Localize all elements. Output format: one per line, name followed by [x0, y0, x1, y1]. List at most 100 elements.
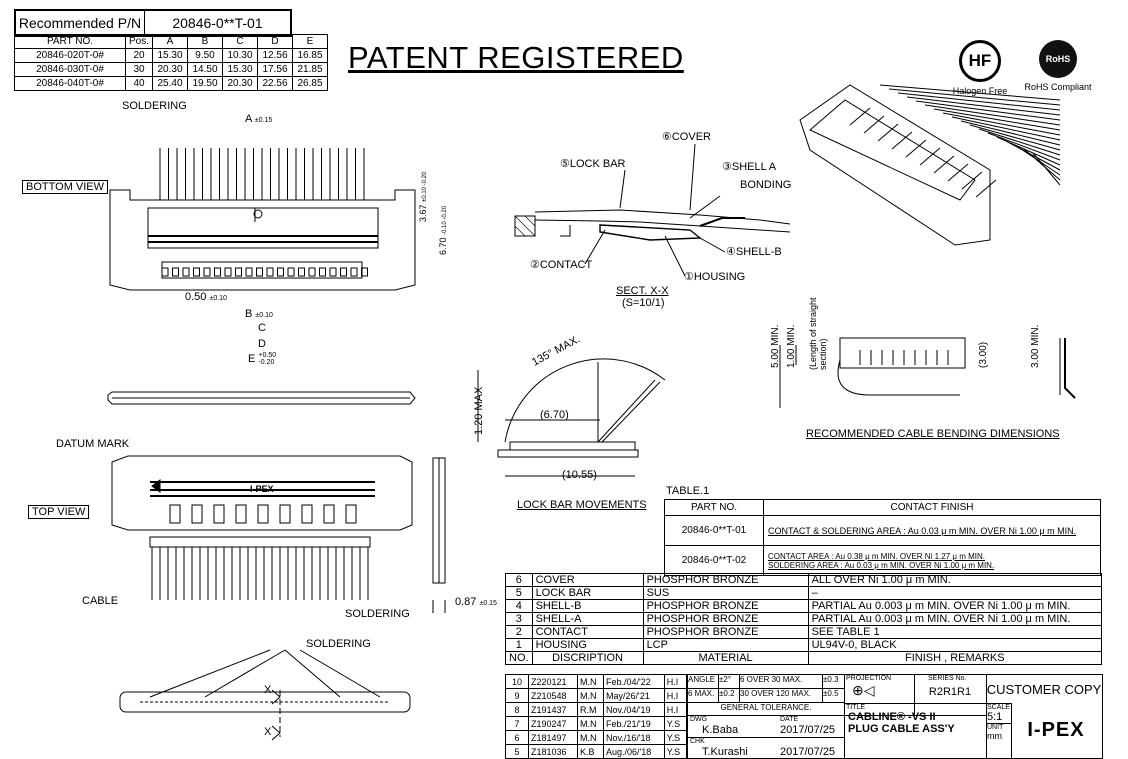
table-row: 20846-0**T-01 CONTACT & SOLDERING AREA :… [664, 515, 1101, 546]
table-header: NO. [505, 651, 533, 665]
checker-name: T.Kurashi [702, 746, 748, 758]
table-cell: Nov./16/'18 [602, 730, 665, 745]
table-cell: May/26/'21 [602, 688, 665, 703]
table-cell: M.N [577, 688, 604, 703]
projection-block: PROJECTION ⊕◁ [844, 675, 915, 716]
hf-text: HF [968, 51, 992, 70]
table-row: 4 SHELL-B PHOSPHOR BRONZE PARTIAL Au 0.0… [505, 599, 1103, 613]
table-row: 1 HOUSING LCP UL94V-0, BLACK [505, 638, 1103, 652]
dim-367-value: 3.67 [418, 204, 428, 222]
table-cell: 19.50 [187, 76, 224, 91]
table-cell: PARTIAL Au 0.003 μ m MIN. OVER Ni 1.00 μ… [807, 612, 1103, 626]
table-cell: Z190247 [528, 716, 578, 731]
tol-row: 6 MAX. ±0.2 30 OVER 120 MAX. ±0.5 [688, 689, 844, 703]
table-cell: SUS [642, 586, 809, 600]
dim-e: E +0.50-0.20 [248, 352, 276, 366]
dim-050-tol: ±0.10 [209, 295, 227, 302]
table-header: CONTACT FINISH [763, 499, 1101, 516]
table-cell: CONTACT & SOLDERING AREA : Au 0.03 μ m M… [763, 515, 1101, 546]
contact [191, 504, 203, 524]
table-row: 20846-0**T-02 CONTACT AREA : Au 0.38 μ m… [664, 545, 1101, 576]
table-cell: M.N [577, 730, 604, 745]
table-cell: PHOSPHOR BRONZE [642, 625, 809, 639]
tol-max6: 6 MAX. [688, 689, 719, 702]
pin [235, 267, 242, 277]
dim-100min: 1.00 MIN. [786, 324, 797, 368]
table-cell: K.B [577, 744, 604, 759]
slot [975, 179, 997, 198]
dim-300min: 3.00 MIN. [1030, 324, 1041, 368]
table-cell: PHOSPHOR BRONZE [642, 573, 809, 587]
rohs-badge: RoHS RoHS Compliant [1020, 40, 1096, 92]
section-x-label-2: X [264, 726, 272, 738]
contact [323, 504, 335, 524]
contact [301, 504, 313, 524]
table-cell: PARTIAL Au 0.003 μ m MIN. OVER Ni 1.00 μ… [807, 599, 1103, 613]
dim-e-tol: +0.50-0.20 [258, 352, 276, 366]
chk-label: CHK [690, 738, 705, 745]
table-cell: 1 [505, 638, 533, 652]
table-row: 5 Z181036 K.B Aug./06/'18 Y.S [505, 744, 688, 759]
dim-670-tol: -0.10 -0.20 [442, 205, 448, 235]
cable-wire [888, 88, 1061, 106]
cable-wire [933, 108, 1061, 131]
label-shella: ③SHELL A [722, 161, 777, 173]
table-cell: Nov./04/'19 [602, 702, 665, 717]
table-cell: Y.S [663, 716, 688, 731]
table-header: FINISH , REMARKS [807, 651, 1103, 665]
scale-value: 5:1 [987, 711, 1003, 723]
table-header: DISCRIPTION [531, 651, 644, 665]
table-cell: ALL OVER Ni 1.00 μ m MIN. [807, 573, 1103, 587]
table-cell: 6 [505, 730, 529, 745]
cable-wire [969, 124, 1061, 151]
table-row: 5 LOCK BAR SUS – [505, 586, 1103, 600]
pin [245, 267, 253, 277]
dim-120max: 1.20 MAX [473, 386, 485, 435]
slot [919, 147, 941, 166]
table-cell: Y.S [663, 730, 688, 745]
series-block: SERIES No. R2R1R1 [914, 675, 987, 716]
cable-wire [978, 128, 1061, 156]
drawer-block: DWG K.Baba DATE 2017/07/25 CHK T.Kurashi… [688, 715, 845, 758]
series-value: R2R1R1 [928, 686, 972, 698]
table-cell: 4 [505, 599, 533, 613]
dim-1055: (10.55) [562, 469, 597, 481]
dim-087-tol: ±0.15 [479, 600, 497, 607]
title-cell: TITLE CABLINE® -VS II PLUG CABLE ASS'Y [844, 703, 986, 759]
slot [891, 131, 913, 150]
pin [256, 267, 263, 277]
scale-cell: SCALE 5:1 UNIT mm [986, 703, 1012, 759]
table-cell: R.M [577, 702, 604, 717]
projection-label: PROJECTION [846, 675, 892, 682]
table-cell: Z191437 [528, 702, 578, 717]
cable-wire [879, 84, 1061, 101]
cable-wire [1032, 152, 1061, 186]
table-row: 7 Z190247 M.N Feb./21/'19 Y.S [505, 716, 688, 731]
table-cell: Z220121 [528, 674, 578, 689]
tol-angle-val: ±2° [719, 675, 740, 688]
table-cell: 26.85 [292, 76, 329, 91]
pin [266, 267, 274, 277]
dim-b-tol: ±0.10 [255, 312, 273, 319]
tol-05: ±0.5 [823, 689, 839, 698]
table-cell: H.I [663, 702, 688, 717]
table-cell: – [807, 586, 1103, 600]
rohs-icon: RoHS [1039, 40, 1077, 78]
table-cell: Z210548 [528, 688, 578, 703]
right-profile-drawing [432, 457, 446, 613]
table-cell: Y.S [663, 744, 688, 759]
section-scale: (S=10/1) [622, 297, 665, 309]
soldering-bottom-drawing [119, 649, 411, 741]
pin [224, 267, 232, 277]
lockbar-movement-drawing [477, 358, 666, 477]
table-cell: CONTACT [531, 625, 644, 639]
bottom-view-drawing [109, 148, 416, 291]
pin [361, 267, 368, 277]
cable-bending-drawing [779, 337, 1076, 408]
dim-e-tol-dn: -0.20 [258, 359, 275, 366]
table-cell: PHOSPHOR BRONZE [642, 599, 809, 613]
dim-a: A ±0.15 [245, 113, 272, 125]
slot [947, 163, 969, 182]
pin [319, 267, 326, 277]
dim-500min: 5.00 MIN. [770, 324, 781, 368]
